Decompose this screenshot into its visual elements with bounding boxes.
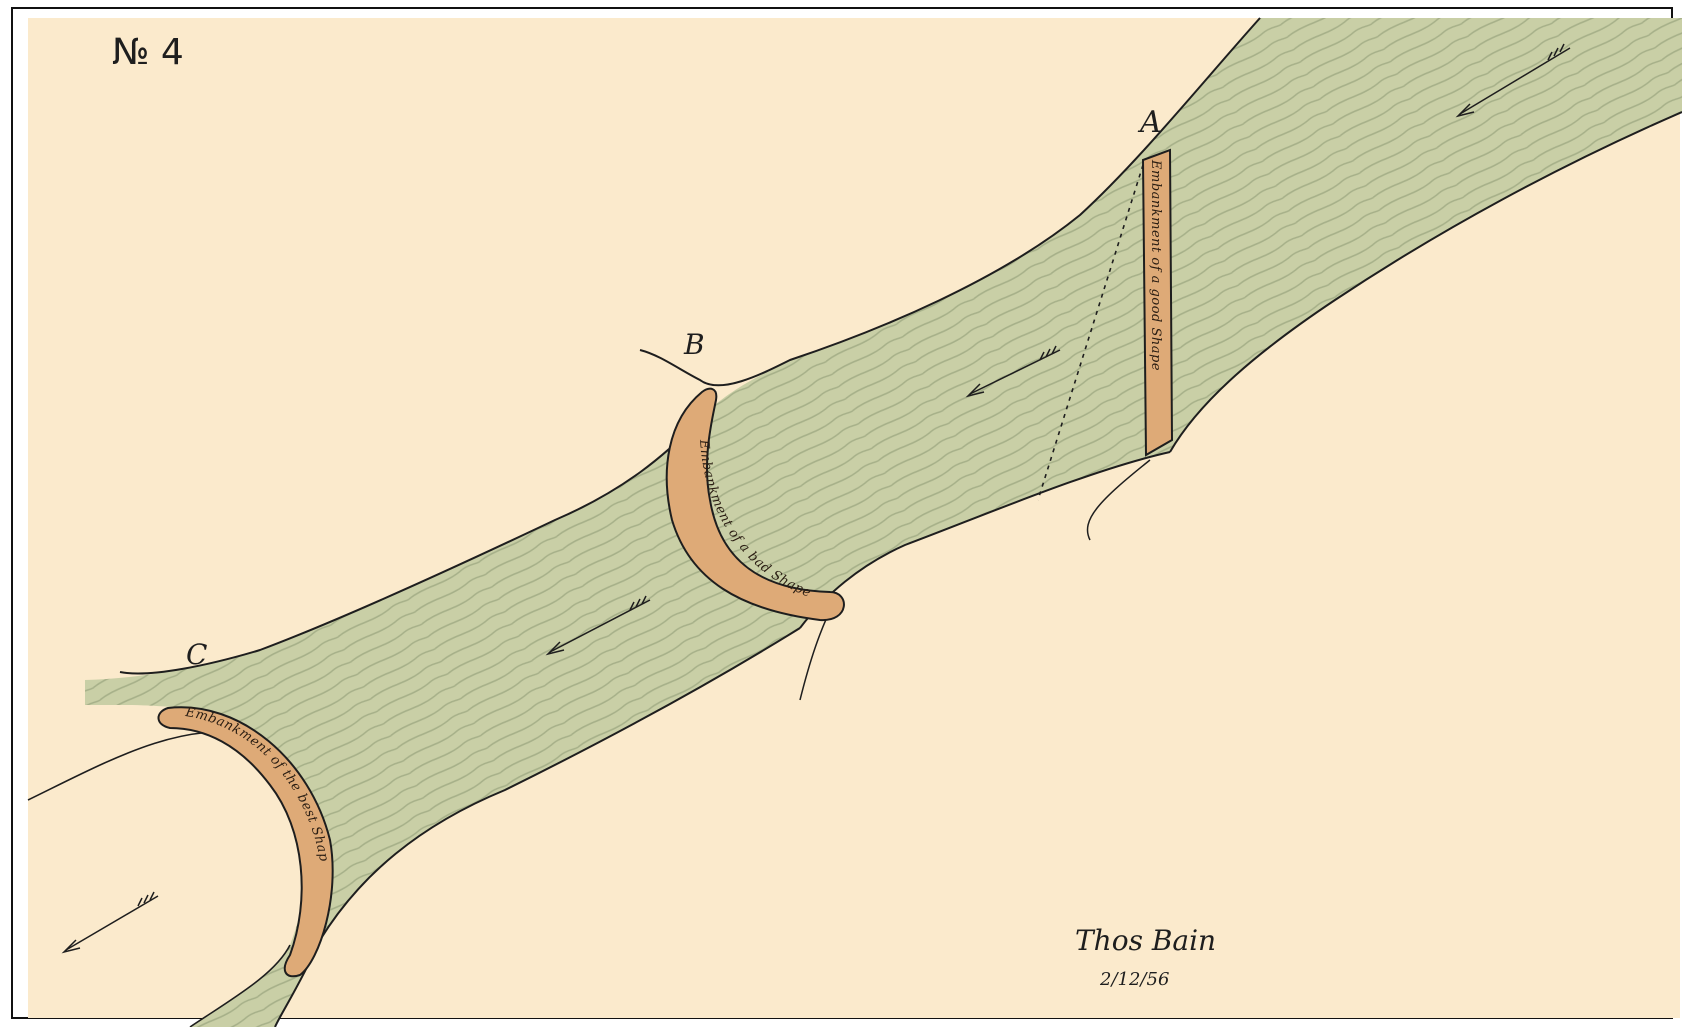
signature-name: Thos Bain [1075,924,1216,957]
embankment-a: Embankment of a good Shape [1143,150,1172,455]
embankment-a-label: Embankment of a good Shape [1148,159,1163,371]
plate-title: № 4 [112,32,184,73]
point-label-a: A [1137,105,1162,140]
point-label-b: B [683,328,705,361]
signature-date: 2/12/56 [1099,969,1169,990]
point-label-c: C [186,638,207,671]
